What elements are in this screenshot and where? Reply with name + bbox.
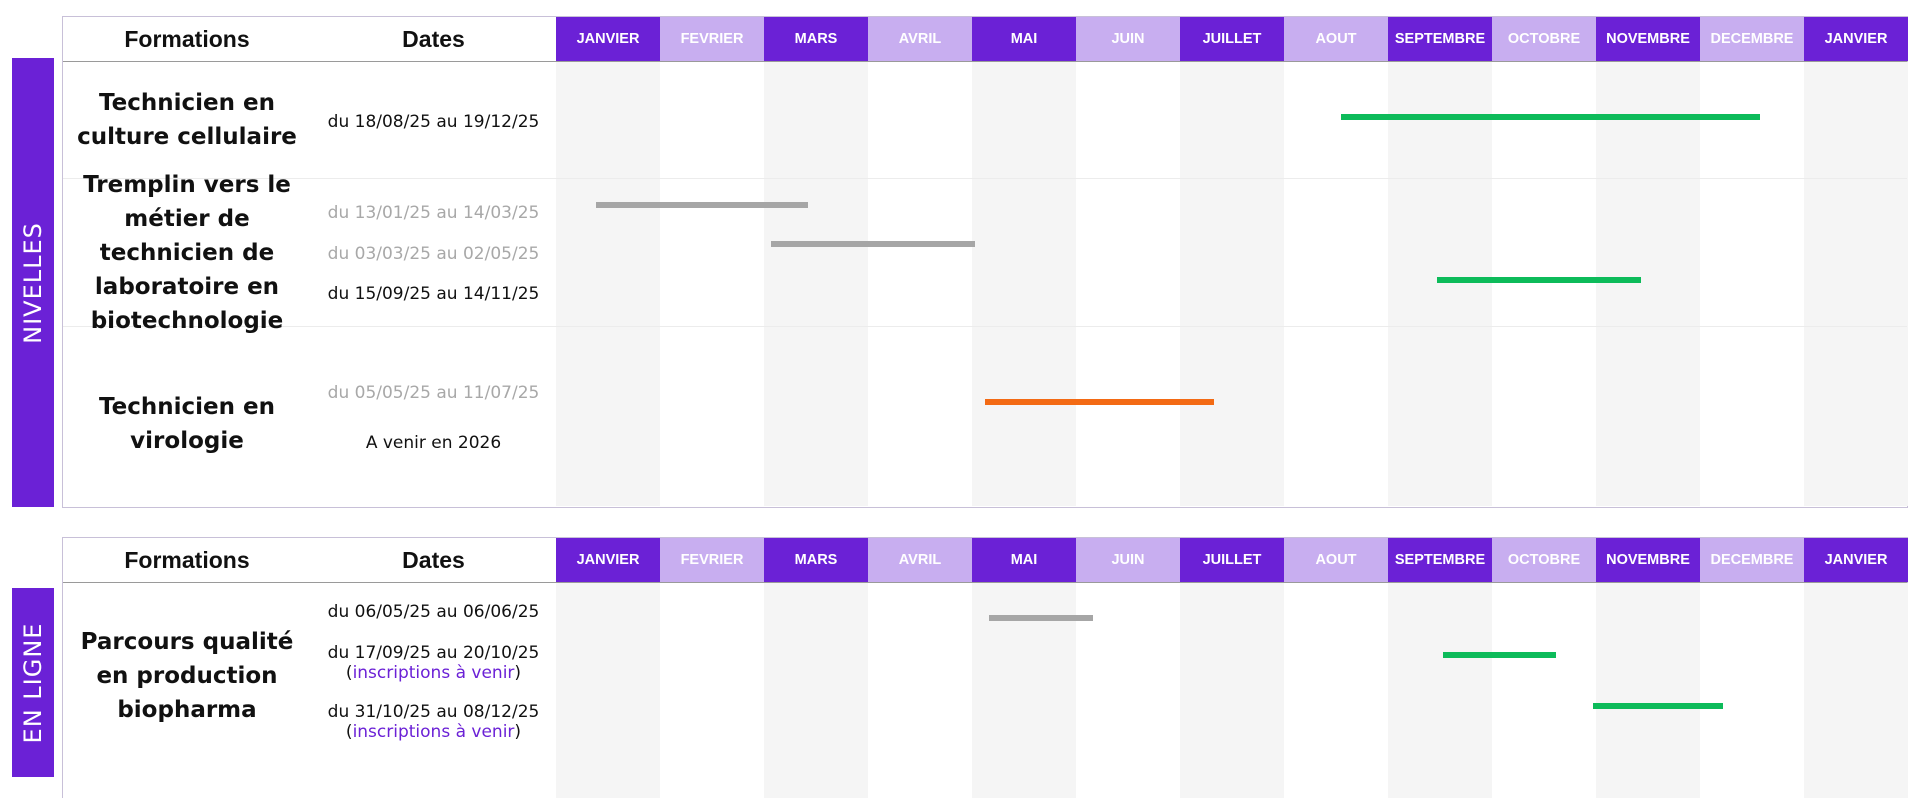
date-range: du 06/05/25 au 06/06/25: [327, 602, 540, 622]
month-label: JUILLET: [1180, 17, 1284, 61]
month-label: OCTOBRE: [1492, 17, 1596, 61]
month-label: SEPTEMBRE: [1388, 17, 1492, 61]
gantt-bar: [770, 241, 976, 247]
month-column-bg: [660, 583, 764, 798]
gantt-bar: [985, 399, 1214, 405]
section-label: EN LIGNE: [19, 622, 47, 743]
month-column-bg: [764, 583, 868, 798]
month-column-bg: [1388, 62, 1492, 506]
header-divider: [63, 61, 1907, 62]
month-column-bg: [556, 62, 660, 506]
month-column-bg: [1700, 62, 1804, 506]
formation-title: Parcours qualité en production biopharma: [80, 628, 294, 723]
header-dates: Dates: [402, 546, 465, 573]
month-label: MAI: [972, 538, 1076, 582]
month-column-bg: [1180, 583, 1284, 798]
month-column-bg: [868, 583, 972, 798]
month-column-bg: [1492, 62, 1596, 506]
formation-title: Technicien en virologie: [99, 394, 275, 454]
date-range: du 03/03/25 au 02/05/25: [327, 244, 540, 264]
gantt-bar: [988, 615, 1094, 621]
month-label: FEVRIER: [660, 538, 764, 582]
date-range: du 13/01/25 au 14/03/25: [327, 203, 540, 223]
section-label: NIVELLES: [19, 221, 47, 344]
registration-note: inscriptions à venir: [352, 663, 515, 683]
date-range: du 31/10/25 au 08/12/25 (inscriptions à …: [327, 702, 540, 742]
header-formations: Formations: [124, 546, 250, 573]
row-divider: [63, 326, 1907, 327]
month-label: JANVIER: [1804, 538, 1908, 582]
month-column-bg: [660, 62, 764, 506]
month-label: JUILLET: [1180, 538, 1284, 582]
month-column-bg: [1804, 62, 1908, 506]
month-column-bg: [972, 62, 1076, 506]
month-label: MAI: [972, 17, 1076, 61]
header-formations: Formations: [124, 25, 250, 52]
date-range: du 05/05/25 au 11/07/25: [327, 383, 540, 403]
date-range: du 17/09/25 au 20/10/25 (inscriptions à …: [327, 643, 540, 683]
month-column-bg: [1804, 583, 1908, 798]
date-range: du 15/09/25 au 14/11/25: [327, 284, 540, 304]
month-label: AVRIL: [868, 17, 972, 61]
gantt-bar: [1592, 703, 1724, 709]
month-label: FEVRIER: [660, 17, 764, 61]
gantt-bar: [1341, 114, 1761, 120]
section-tab-en-ligne: EN LIGNE: [12, 588, 54, 777]
availability-note: A venir en 2026: [365, 433, 502, 453]
month-label: SEPTEMBRE: [1388, 538, 1492, 582]
month-label: NOVEMBRE: [1596, 17, 1700, 61]
month-label: JANVIER: [1804, 17, 1908, 61]
registration-note: inscriptions à venir: [352, 722, 515, 742]
month-label: DECEMBRE: [1700, 538, 1804, 582]
month-label: JUIN: [1076, 538, 1180, 582]
month-label: NOVEMBRE: [1596, 538, 1700, 582]
formation-title: Tremplin vers le métier de technicien de…: [83, 171, 291, 334]
month-column-bg: [1596, 62, 1700, 506]
month-label: AOUT: [1284, 17, 1388, 61]
month-column-bg: [1700, 583, 1804, 798]
month-column-bg: [556, 583, 660, 798]
month-column-bg: [1076, 583, 1180, 798]
gantt-bar: [1443, 652, 1556, 658]
month-label: MARS: [764, 538, 868, 582]
month-column-bg: [1180, 62, 1284, 506]
month-label: JANVIER: [556, 17, 660, 61]
gantt-bar: [1436, 277, 1642, 283]
month-label: DECEMBRE: [1700, 17, 1804, 61]
row-divider: [63, 178, 1907, 179]
date-range: du 18/08/25 au 19/12/25: [327, 112, 540, 132]
header-divider: [63, 582, 1907, 583]
month-column-bg: [1492, 583, 1596, 798]
month-label: AVRIL: [868, 538, 972, 582]
month-column-bg: [1284, 62, 1388, 506]
month-column-bg: [1076, 62, 1180, 506]
month-label: AOUT: [1284, 538, 1388, 582]
header-dates: Dates: [402, 25, 465, 52]
month-label: OCTOBRE: [1492, 538, 1596, 582]
formation-title: Technicien en culture cellulaire: [77, 90, 297, 150]
month-column-bg: [1388, 583, 1492, 798]
section-tab-nivelles: NIVELLES: [12, 58, 54, 507]
month-label: JUIN: [1076, 17, 1180, 61]
gantt-bar: [596, 202, 808, 208]
month-column-bg: [1596, 583, 1700, 798]
month-column-bg: [764, 62, 868, 506]
month-label: JANVIER: [556, 538, 660, 582]
month-label: MARS: [764, 17, 868, 61]
month-column-bg: [868, 62, 972, 506]
month-column-bg: [1284, 583, 1388, 798]
